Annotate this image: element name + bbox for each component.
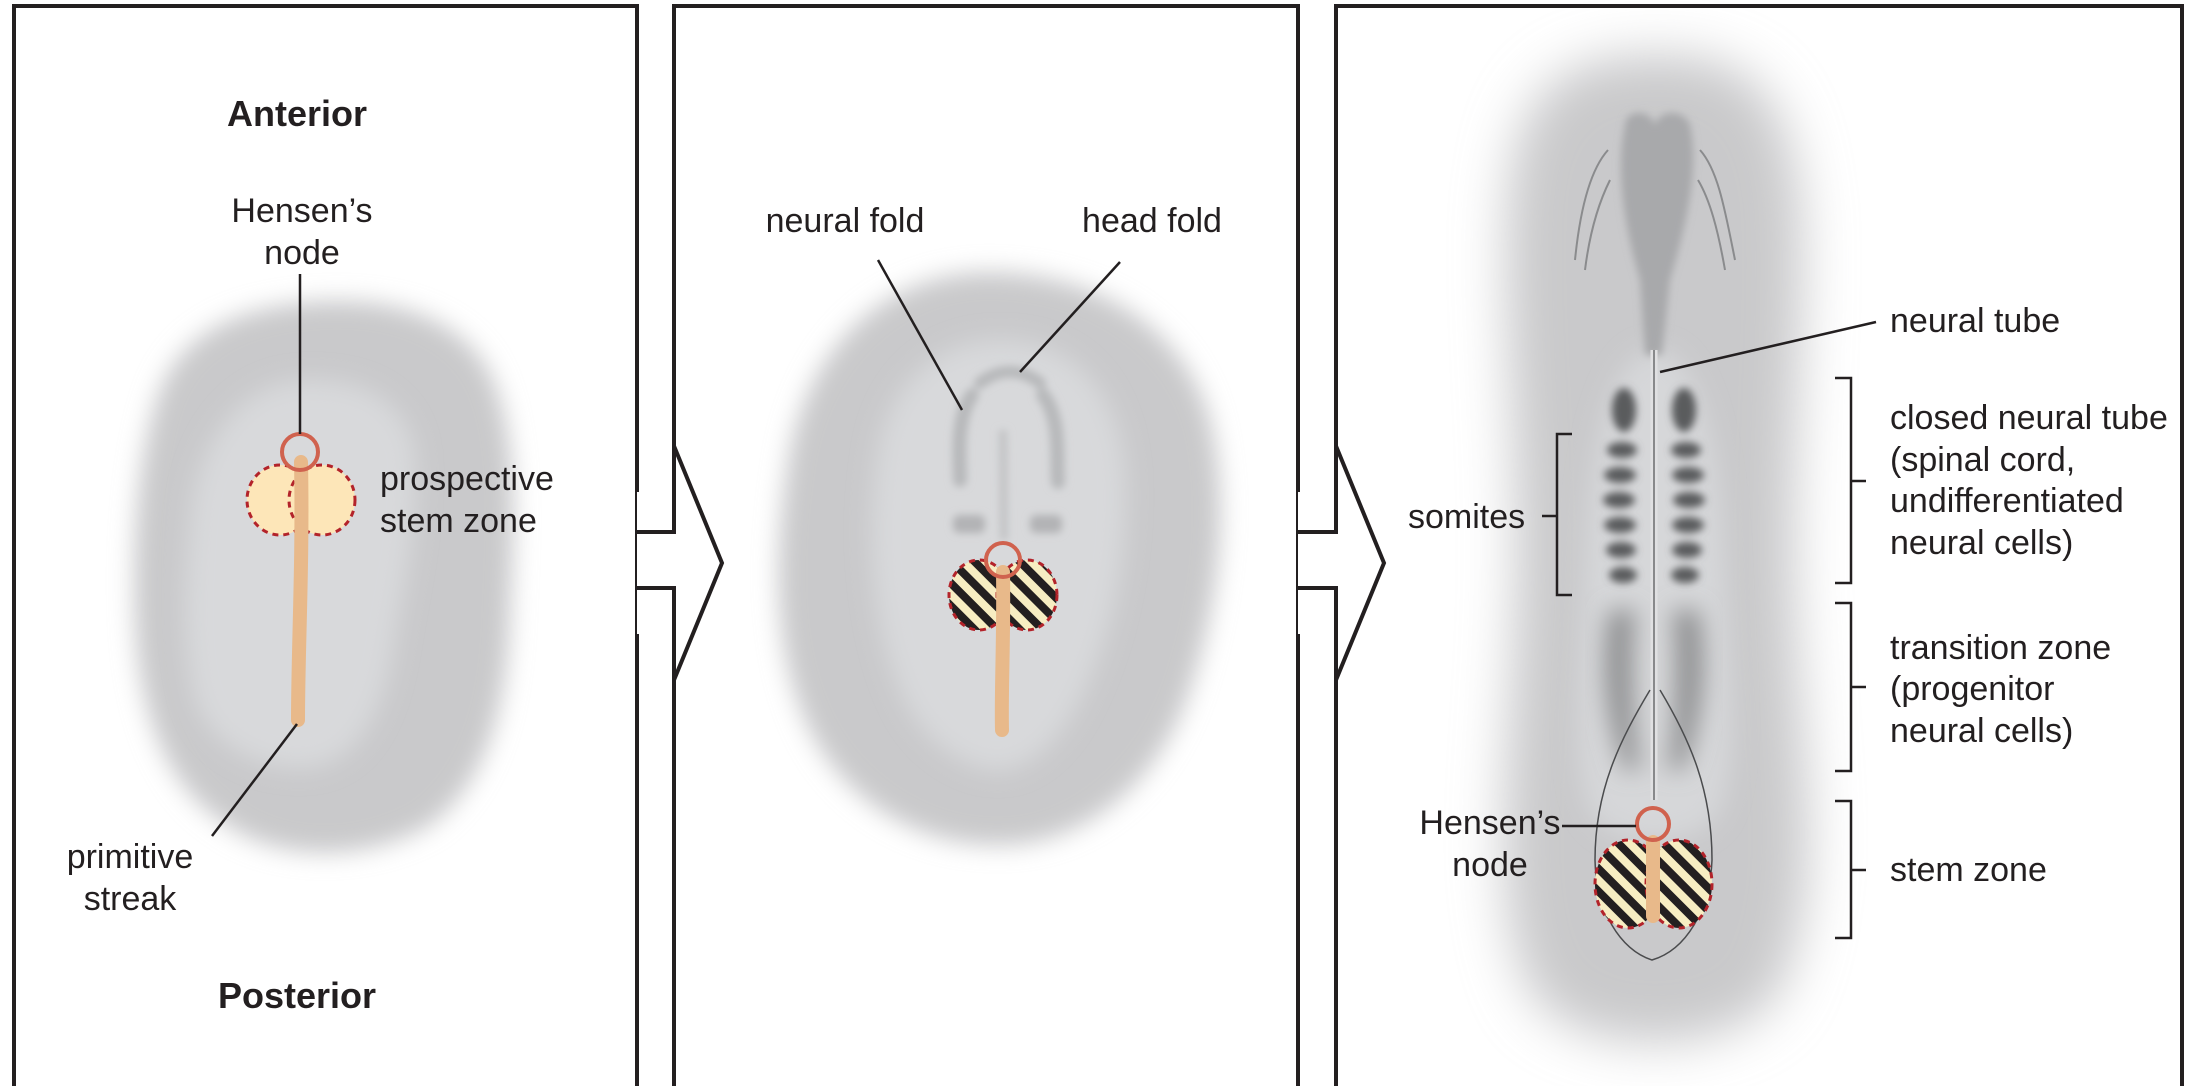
primitive-streak bbox=[298, 462, 301, 720]
bracket-closed-neural-tube bbox=[1835, 378, 1866, 583]
primitive-streak-2 bbox=[1002, 572, 1003, 730]
label-prospective-line1: prospective bbox=[380, 460, 554, 498]
label-anterior: Anterior bbox=[227, 93, 367, 134]
label-hensens-node-3-line2: node bbox=[1452, 846, 1528, 884]
panel-2: neural fold head fold bbox=[766, 202, 1222, 845]
label-hensens-node-3-line1: Hensen’s bbox=[1419, 804, 1560, 842]
label-transition-line2: (progenitor bbox=[1890, 670, 2054, 708]
label-closed-tube-line3: undifferentiated bbox=[1890, 482, 2124, 520]
label-transition-line1: transition zone bbox=[1890, 629, 2111, 667]
label-stem-zone: stem zone bbox=[1890, 851, 2047, 889]
label-closed-tube-line1: closed neural tube bbox=[1890, 399, 2168, 437]
panel-3: neural tube closed neural tube (spinal c… bbox=[1408, 55, 2168, 1043]
label-transition-line3: neural cells) bbox=[1890, 712, 2073, 750]
bracket-stem-zone bbox=[1835, 801, 1866, 938]
panel-1: Anterior Hensen’s node prospective stem … bbox=[67, 93, 554, 1016]
label-neural-tube: neural tube bbox=[1890, 302, 2060, 340]
label-primitive-streak-line2: streak bbox=[84, 880, 178, 918]
label-closed-tube-line2: (spinal cord, bbox=[1890, 441, 2075, 479]
label-closed-tube-line4: neural cells) bbox=[1890, 524, 2073, 562]
label-neural-fold: neural fold bbox=[766, 202, 925, 240]
label-primitive-streak-line1: primitive bbox=[67, 838, 194, 876]
bracket-transition-zone bbox=[1835, 603, 1866, 771]
label-posterior: Posterior bbox=[218, 975, 376, 1016]
label-somites: somites bbox=[1408, 498, 1525, 536]
label-hensens-node-line1: Hensen’s bbox=[231, 192, 372, 230]
arrow-2-to-3 bbox=[1298, 446, 1384, 680]
label-head-fold: head fold bbox=[1082, 202, 1222, 240]
label-prospective-line2: stem zone bbox=[380, 502, 537, 540]
arrow-1-to-2 bbox=[637, 446, 722, 680]
label-hensens-node-line2: node bbox=[264, 234, 340, 272]
